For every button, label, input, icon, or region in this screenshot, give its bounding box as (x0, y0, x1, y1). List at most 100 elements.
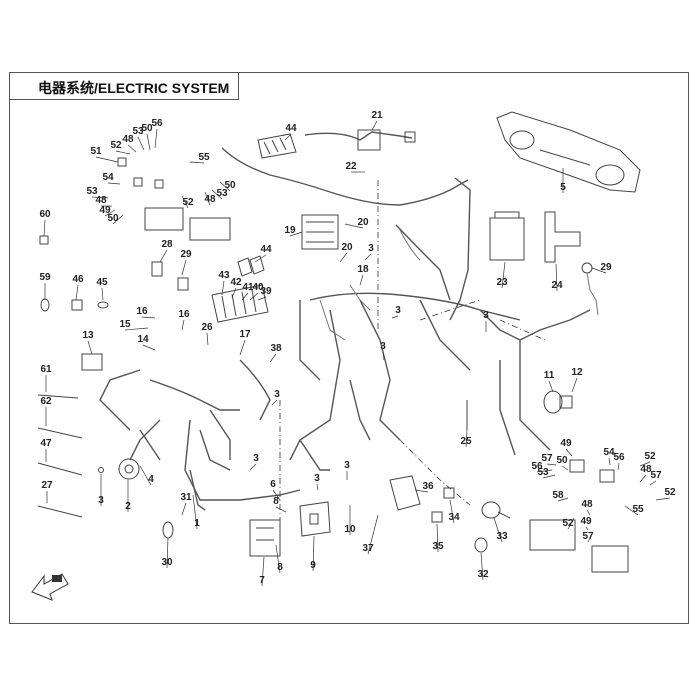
callout-label-8: 8 (277, 562, 283, 573)
callout-leader-line (567, 517, 575, 530)
callout-leader-line (192, 494, 198, 530)
callout-leader-line (367, 514, 379, 555)
parts-layer (31, 111, 641, 601)
callout-leader-line (414, 489, 429, 493)
callout-label-55: 55 (198, 152, 210, 163)
part-strap-47 (37, 462, 83, 476)
callout-leader-line (249, 463, 257, 471)
callout-label-52: 52 (644, 451, 656, 462)
callout-label-2: 2 (125, 501, 131, 512)
callout-label-39: 39 (260, 286, 272, 297)
callout-label-10: 10 (344, 524, 356, 535)
callout-leader-line (272, 489, 281, 501)
title-box (9, 72, 239, 100)
callout-leader-line (289, 231, 303, 237)
callout-label-4: 4 (148, 474, 154, 485)
part-horn-2 (118, 458, 140, 480)
part-strap-27 (37, 505, 83, 518)
callout-label-15: 15 (119, 319, 131, 330)
callout-label-62: 62 (40, 396, 52, 407)
callout-leader-line (137, 136, 145, 151)
callout-leader-line (239, 339, 246, 356)
callout-leader-line (269, 353, 277, 363)
callout-leader-line (465, 429, 468, 448)
part-sensor-28 (151, 261, 163, 277)
callout-leader-line (261, 556, 265, 587)
callout-label-8: 8 (273, 496, 279, 507)
callout-label-41: 41 (242, 282, 254, 293)
callout-leader-line (649, 480, 657, 486)
callout-leader-line (112, 214, 124, 225)
callout-label-54: 54 (102, 172, 114, 183)
callout-label-24: 24 (551, 280, 563, 291)
part-instrument-panel (496, 111, 641, 193)
part-ecu-7 (249, 519, 281, 557)
callout-leader-line (585, 526, 589, 531)
callout-label-30: 30 (161, 557, 173, 568)
front-direction-arrow-icon (31, 573, 69, 601)
part-clip-60 (39, 235, 49, 245)
callout-leader-line (312, 535, 315, 572)
callout-leader-line (586, 509, 591, 516)
callout-leader-line (107, 182, 121, 185)
callout-label-48: 48 (640, 464, 652, 475)
callout-label-53: 53 (537, 467, 549, 478)
callout-label-34: 34 (448, 512, 460, 523)
callout-label-58: 58 (552, 490, 564, 501)
callout-leader-line (436, 523, 439, 553)
callout-leader-line (43, 219, 46, 237)
part-fuse-box-top-left (117, 157, 231, 241)
callout-leader-line (139, 465, 152, 486)
callout-leader-line (124, 327, 149, 331)
part-strap-61 (37, 394, 79, 399)
callout-label-14: 14 (137, 334, 149, 345)
callout-label-48: 48 (122, 134, 134, 145)
callout-label-3: 3 (274, 389, 280, 400)
part-strap-62 (37, 427, 83, 439)
callout-label-48: 48 (204, 194, 216, 205)
callout-label-20: 20 (341, 242, 353, 253)
part-connector-34 (443, 487, 455, 499)
part-screw-3-left (98, 467, 104, 473)
callout-label-44: 44 (260, 244, 272, 255)
part-ignition-switch-33 (481, 501, 511, 519)
callout-label-1: 1 (194, 518, 200, 529)
callout-label-25: 25 (460, 436, 472, 447)
callout-label-18: 18 (357, 264, 369, 275)
callout-leader-line (591, 267, 607, 274)
callout-label-5: 5 (560, 182, 566, 193)
callout-leader-line (146, 133, 151, 151)
callout-leader-line (189, 161, 205, 164)
callout-label-49: 49 (580, 516, 592, 527)
callout-label-53: 53 (132, 126, 144, 137)
callout-label-56: 56 (613, 452, 625, 463)
callout-label-3: 3 (344, 460, 350, 471)
callout-label-9: 9 (310, 560, 316, 571)
callout-label-48: 48 (581, 499, 593, 510)
part-sensor-30 (162, 521, 174, 539)
callout-label-35: 35 (432, 541, 444, 552)
callout-leader-line (181, 319, 185, 331)
callout-leader-line (275, 544, 281, 574)
callout-label-43: 43 (218, 270, 230, 281)
part-control-module-19 (301, 214, 339, 250)
callout-leader-line (204, 191, 211, 206)
callout-label-44: 44 (285, 123, 297, 134)
callout-label-61: 61 (40, 364, 52, 375)
callout-leader-line (565, 448, 573, 457)
part-clip-59 (40, 298, 50, 312)
callout-label-11: 11 (544, 370, 555, 381)
part-sensor-29-right (581, 262, 599, 316)
callout-leader-line (561, 465, 569, 471)
callout-leader-line (241, 292, 249, 301)
callout-leader-line (655, 497, 671, 501)
callout-label-56: 56 (531, 461, 543, 472)
callout-label-45: 45 (96, 277, 108, 288)
callout-leader-line (257, 296, 267, 301)
callout-leader-line (344, 223, 364, 229)
callout-label-56: 56 (151, 118, 163, 129)
callout-leader-line (546, 463, 557, 466)
part-relay-46 (71, 299, 83, 311)
